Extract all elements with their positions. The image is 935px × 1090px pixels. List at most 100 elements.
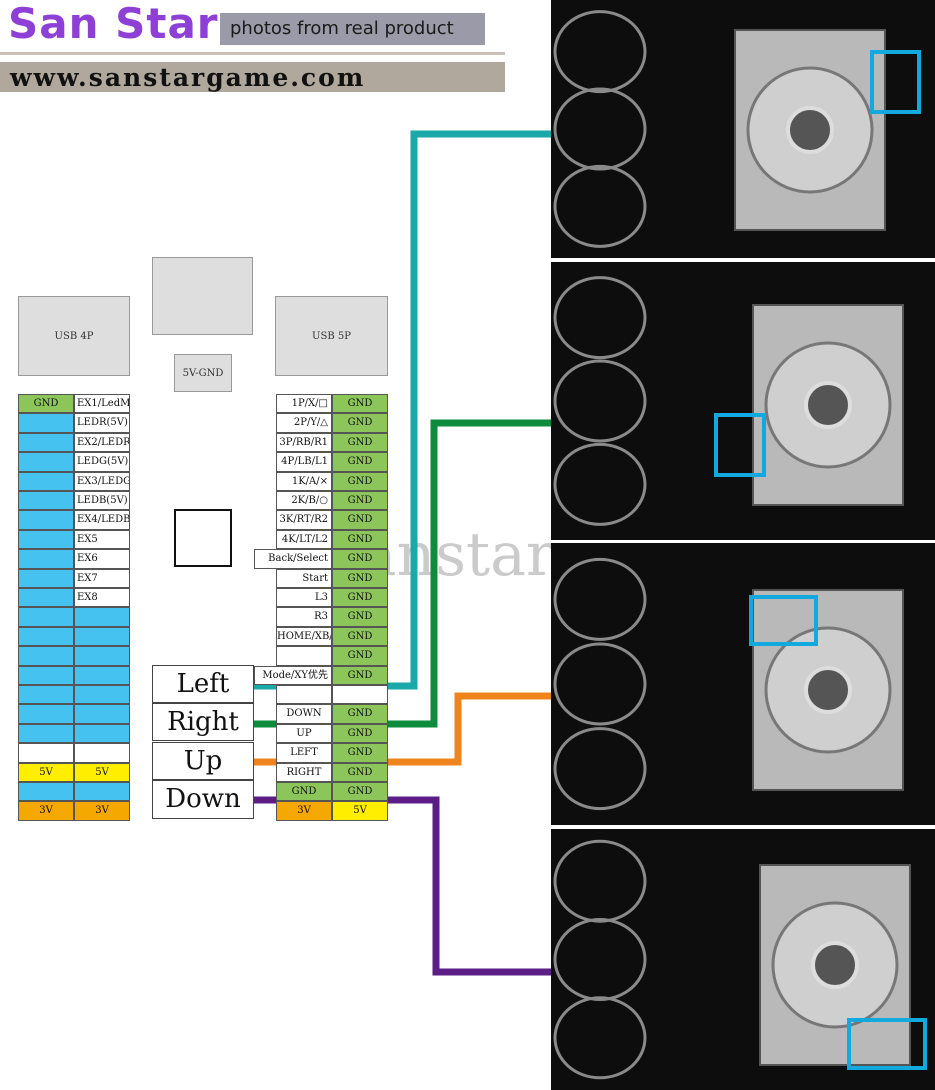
button-1 [553, 87, 647, 171]
left-pin [18, 607, 74, 627]
right-pin-label: 3K/RT/R2 [276, 510, 332, 530]
right-gnd-pin: GND [332, 529, 388, 550]
left-pin-label: LEDR(5V) [74, 413, 130, 433]
website-url: www.sanstargame.com [10, 63, 366, 92]
left-pin [18, 432, 74, 453]
joystick-shaft [811, 941, 859, 989]
left-pin [74, 626, 130, 647]
left-pin [74, 782, 130, 802]
right-pin-label: HOME/XB/PS [276, 626, 332, 647]
right-gnd-pin: GND [332, 588, 388, 608]
right-gnd-pin: GND [332, 626, 388, 647]
right-pin-label: 2P/Y/△ [276, 413, 332, 433]
right-gnd-pin: GND [332, 491, 388, 511]
left-pin [18, 413, 74, 433]
right-gnd-pin: GND [332, 568, 388, 588]
right-gnd-pin: GND [332, 413, 388, 433]
left-pin [74, 665, 130, 685]
power-connector: 5V-GND [174, 354, 232, 392]
right-gnd-pin: GND [332, 471, 388, 491]
right-gnd-pin: GND [332, 743, 388, 763]
left-pin [18, 510, 74, 530]
right-pin-label: 4K/LT/L2 [276, 529, 332, 550]
right-gnd-pin: GND [332, 432, 388, 453]
direction-label-left: Left [152, 665, 254, 703]
tagline: photos from real product [220, 13, 485, 45]
left-pin [18, 685, 74, 705]
left-pin-label: EX1/LedMode [74, 394, 130, 414]
right-pin-label: 1K/A/× [276, 471, 332, 491]
button-2 [553, 276, 647, 360]
button-3 [553, 557, 647, 641]
left-pin-empty [18, 743, 74, 763]
direction-pin-label: RIGHT [276, 762, 332, 782]
joystick-shaft [804, 666, 852, 714]
left-pin [18, 568, 74, 588]
right-pin-label: Start [276, 568, 332, 588]
highlight-box-3 [749, 595, 818, 646]
left-pin [74, 685, 130, 705]
button-4 [553, 996, 647, 1080]
pin-3v: 3V [18, 801, 74, 821]
button-3 [553, 727, 647, 811]
direction-pin-label: GND [276, 782, 332, 802]
left-pin-label: EX5 [74, 529, 130, 550]
right-gnd-pin: GND [332, 762, 388, 782]
pin-3v: 3V [74, 801, 130, 821]
left-pin [18, 452, 74, 472]
right-pin-label: 4P/LB/L1 [276, 452, 332, 472]
right-pin-empty [276, 685, 332, 705]
button-1 [553, 10, 647, 94]
right-gnd-pin: GND [332, 394, 388, 414]
left-pin-label: EX6 [74, 549, 130, 569]
left-pin [18, 549, 74, 569]
direction-label-down: Down [152, 780, 254, 819]
left-pin-empty [74, 743, 130, 763]
highlight-box-4 [847, 1018, 927, 1070]
right-gnd-pin: GND [332, 510, 388, 530]
left-pin-label: EX4/LEDB(3V) [74, 510, 130, 530]
direction-pin-label: LEFT [276, 743, 332, 763]
left-pin [18, 491, 74, 511]
pin-5v: 5V [332, 801, 388, 821]
right-pin-label: Mode/XY优先 [254, 665, 332, 685]
left-pin [74, 646, 130, 666]
chip-top [152, 257, 253, 335]
button-2 [553, 442, 647, 526]
right-gnd-pin: GND [332, 782, 388, 802]
right-gnd-pin: GND [332, 452, 388, 472]
brand-logo: San Star [8, 0, 219, 48]
left-pin-label: LEDG(5V) [74, 452, 130, 472]
left-pin-label: EX3/LEDG(3V) [74, 471, 130, 491]
button-3 [553, 642, 647, 726]
joystick-shaft [786, 106, 834, 154]
right-gnd-pin: GND [332, 704, 388, 724]
highlight-box-1 [870, 50, 921, 114]
button-2 [553, 359, 647, 443]
left-pin [74, 723, 130, 744]
usb-4p-port: USB 4P [18, 296, 130, 376]
pin-5v: 5V [74, 762, 130, 782]
left-pin [18, 665, 74, 685]
button-4 [553, 918, 647, 1001]
right-pin-empty [332, 685, 388, 705]
usb-5p-port: USB 5P [275, 296, 388, 376]
left-pin [18, 782, 74, 802]
right-gnd-pin: GND [332, 549, 388, 569]
left-pin [18, 723, 74, 744]
highlight-box-2 [714, 413, 766, 477]
left-pin-label: EX7 [74, 568, 130, 588]
left-pin [18, 588, 74, 608]
right-gnd-pin: GND [332, 665, 388, 685]
left-pin [74, 704, 130, 724]
left-pin [18, 471, 74, 491]
left-gnd-pin: GND [18, 394, 74, 414]
right-gnd-pin: GND [332, 723, 388, 744]
left-pin-label: EX2/LEDR(3V) [74, 432, 130, 453]
left-pin [18, 529, 74, 550]
direction-label-up: Up [152, 742, 254, 780]
left-pin [18, 704, 74, 724]
joystick-shaft [804, 381, 852, 429]
center-chip [174, 509, 232, 567]
